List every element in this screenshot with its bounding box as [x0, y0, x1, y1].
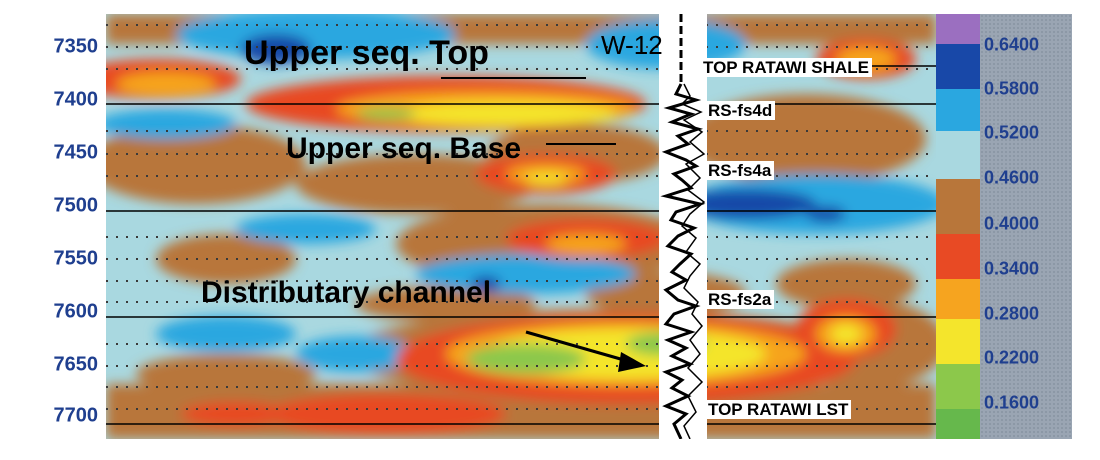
colorbar-scale-panel — [980, 14, 1072, 439]
depth-tick-label: 7500 — [53, 194, 99, 217]
depth-tick-label: 7600 — [53, 300, 99, 323]
horizon-label-top-ratawi-shale: TOP RATAWI SHALE — [700, 58, 872, 77]
depth-tick-label: 7700 — [53, 404, 99, 427]
distributary-channel-label: Distributary channel — [201, 276, 492, 309]
colorbar-value-label: 0.2800 — [984, 303, 1040, 324]
colorbar-value-label: 0.6400 — [984, 34, 1040, 55]
colorbar-swatch — [936, 14, 980, 44]
horizon-label-top-ratawi-lst: TOP RATAWI LST — [705, 400, 852, 419]
colorbar-value-label: 0.5800 — [984, 78, 1040, 99]
colorbar-swatch — [936, 409, 980, 439]
depth-tick-label: 7550 — [53, 247, 99, 270]
well-name-label: W-12 — [601, 30, 663, 60]
colorbar-value-label: 0.2200 — [984, 347, 1040, 368]
colorbar-swatch — [936, 319, 980, 364]
colorbar-swatch — [936, 279, 980, 319]
colorbar-swatch — [936, 179, 980, 234]
horizon-label-rs-fs4d: RS-fs4d — [705, 101, 776, 120]
seismic-section-svg — [106, 14, 936, 439]
upper-seq-base-label: Upper seq. Base — [286, 132, 522, 165]
colorbar-swatch — [936, 234, 980, 279]
depth-tick-label: 7450 — [53, 141, 99, 164]
colorbar — [936, 14, 980, 439]
colorbar-value-label: 0.1600 — [984, 392, 1040, 413]
colorbar-swatch — [936, 89, 980, 131]
horizon-label-rs-fs2a: RS-fs2a — [705, 290, 775, 309]
seismic-section: Upper seq. Top Upper seq. Base Distribut… — [106, 14, 936, 439]
colorbar-value-label: 0.4600 — [984, 167, 1040, 188]
depth-tick-label: 7350 — [53, 35, 99, 58]
depth-tick-label: 7400 — [53, 88, 99, 111]
colorbar-value-label: 0.4000 — [984, 213, 1040, 234]
upper-seq-top-label: Upper seq. Top — [244, 34, 489, 72]
horizon-label-rs-fs4a: RS-fs4a — [705, 161, 775, 180]
colorbar-swatch — [936, 44, 980, 89]
colorbar-swatch — [936, 131, 980, 179]
colorbar-swatch — [936, 364, 980, 409]
colorbar-value-label: 0.5200 — [984, 122, 1040, 143]
channel-arrow — [525, 330, 646, 372]
well-log — [659, 14, 707, 439]
colorbar-value-label: 0.3400 — [984, 258, 1040, 279]
depth-axis: 7350 7400 7450 7500 7550 7600 7650 7700 — [0, 0, 106, 460]
depth-tick-label: 7650 — [53, 353, 99, 376]
